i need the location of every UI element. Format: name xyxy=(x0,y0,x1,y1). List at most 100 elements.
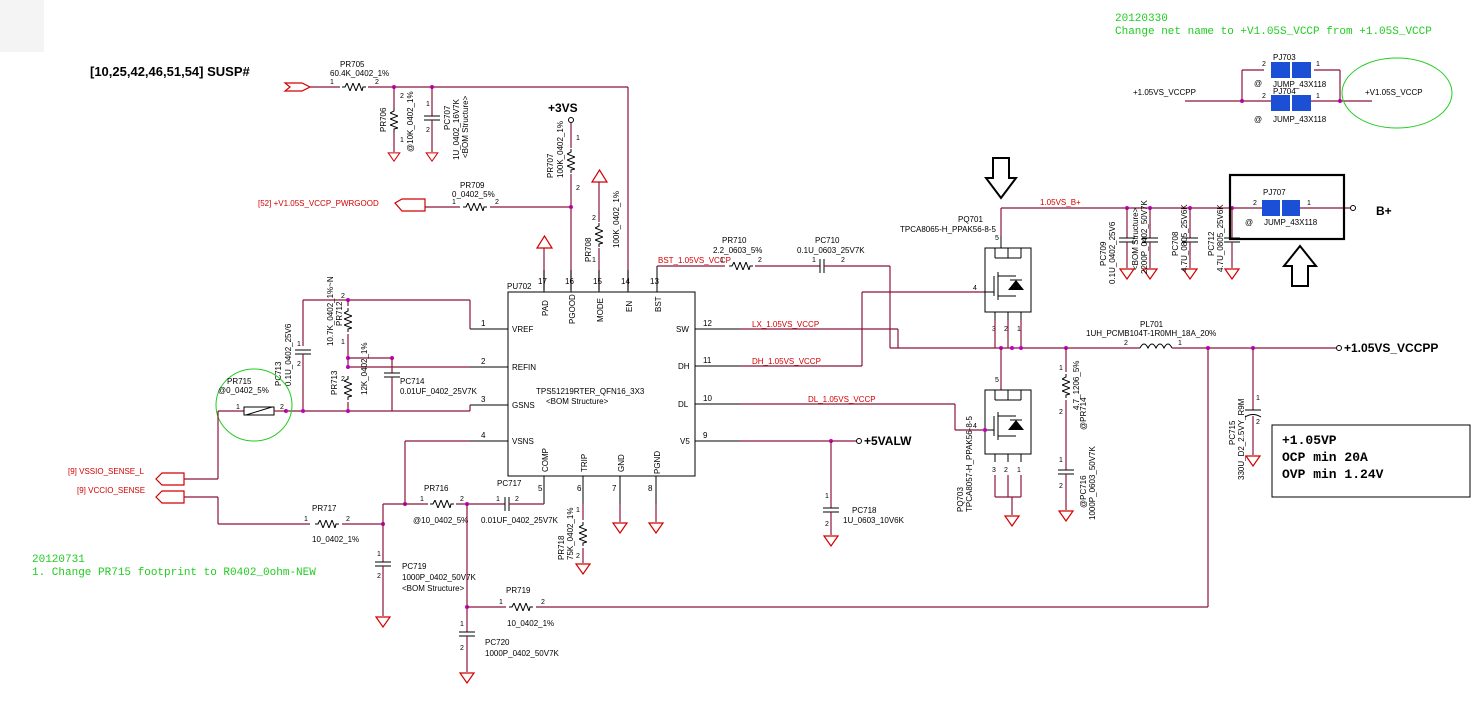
svg-text:2.2_0603_5%: 2.2_0603_5% xyxy=(713,246,762,255)
svg-text:TPCA8065-H_PPAK56-8-5: TPCA8065-H_PPAK56-8-5 xyxy=(900,225,996,234)
svg-text:+V1.05S_VCCP: +V1.05S_VCCP xyxy=(1365,88,1423,97)
svg-text:2: 2 xyxy=(375,79,379,86)
input-caps: PC709 0.1U_0402_25V6 <BOM Structure> 220… xyxy=(1099,199,1240,284)
svg-text:2: 2 xyxy=(576,185,580,192)
sw-net: LX_1.05VS_VCCP xyxy=(740,320,899,348)
svg-text:1000P_0603_50V7K: 1000P_0603_50V7K xyxy=(1088,445,1097,520)
ic-pin-trip: 6 TRIP xyxy=(577,454,589,504)
note-top: 20120330 Change net name to +V1.05S_VCCP… xyxy=(1115,13,1432,38)
svg-text:B+: B+ xyxy=(1376,204,1392,218)
svg-text:1: 1 xyxy=(1059,365,1063,372)
svg-text:@: @ xyxy=(1254,115,1262,124)
svg-text:2: 2 xyxy=(825,521,829,528)
svg-text:@10_0402_5%: @10_0402_5% xyxy=(413,516,468,525)
svg-text:PC708: PC708 xyxy=(1171,231,1180,256)
svg-text:1U_0603_10V6K: 1U_0603_10V6K xyxy=(843,516,905,525)
svg-text:[52] +V1.05S_VCCP_PWRGOOD: [52] +V1.05S_VCCP_PWRGOOD xyxy=(258,199,379,208)
svg-text:1: 1 xyxy=(499,599,503,606)
svg-text:PC713: PC713 xyxy=(274,361,283,386)
svg-text:1: 1 xyxy=(1059,457,1063,464)
svg-text:1: 1 xyxy=(1316,61,1320,68)
svg-text:PC715: PC715 xyxy=(1228,420,1237,445)
ic-pin-vsns: 4 VSNS xyxy=(470,431,534,446)
svg-text:PC718: PC718 xyxy=(852,506,877,515)
svg-text:BST: BST xyxy=(654,296,663,312)
svg-text:2: 2 xyxy=(297,361,301,368)
svg-text:1: 1 xyxy=(825,493,829,500)
svg-text:2: 2 xyxy=(1253,200,1257,207)
svg-text:2: 2 xyxy=(280,404,284,411)
svg-text:1000P_0402_50V7K: 1000P_0402_50V7K xyxy=(402,573,477,582)
feedback-network: 2 1 PR712 10.7K_0402_1%~N 1 2 PC713 0.1U… xyxy=(184,276,478,480)
svg-text:@: @ xyxy=(1254,79,1262,88)
pj703-pj704: +1.05VS_VCCPP PJ703 2 1 @ JUMP_43X118 PJ… xyxy=(1133,53,1453,129)
svg-text:1: 1 xyxy=(420,496,424,503)
svg-text:20120330: 20120330 xyxy=(1115,13,1168,25)
svg-text:1: 1 xyxy=(1017,467,1021,474)
svg-text:1: 1 xyxy=(481,319,486,328)
svg-text:PR718: PR718 xyxy=(557,535,566,560)
svg-text:2: 2 xyxy=(460,496,464,503)
svg-text:1: 1 xyxy=(496,496,500,503)
svg-text:1: 1 xyxy=(720,257,724,264)
svg-text:1: 1 xyxy=(460,621,464,628)
svg-text:PJ707: PJ707 xyxy=(1263,188,1286,197)
svg-text:2: 2 xyxy=(481,357,486,366)
svg-text:3: 3 xyxy=(992,467,996,474)
svg-text:4.7U_0805_25V6K: 4.7U_0805_25V6K xyxy=(1180,204,1189,272)
svg-text:5: 5 xyxy=(995,235,999,242)
svg-text:PR710: PR710 xyxy=(722,236,747,245)
svg-text:8: 8 xyxy=(648,484,653,493)
svg-text:<BOM Structure>: <BOM Structure> xyxy=(402,584,465,593)
svg-text:1: 1 xyxy=(426,101,430,108)
pwrgood-net: [52] +V1.05S_VCCP_PWRGOOD 1 2 PR709 0_04… xyxy=(258,181,571,212)
arrow-up-icon xyxy=(1281,244,1319,287)
svg-text:10: 10 xyxy=(703,394,712,403)
note-bottom: 20120731 1. Change PR715 footprint to R0… xyxy=(32,554,316,579)
pr708: 2 1 PR708 100K_0402_1% xyxy=(584,168,621,290)
svg-text:LX_1.05VS_VCCP: LX_1.05VS_VCCP xyxy=(752,320,819,329)
svg-text:1: 1 xyxy=(1256,395,1260,402)
snubber: 1 2 @PR714 4.7_1206_5% 1 2 @PC716 1000P_… xyxy=(1058,348,1097,522)
svg-text:2: 2 xyxy=(1262,61,1266,68)
svg-text:330U_D2_2.5VY_R9M: 330U_D2_2.5VY_R9M xyxy=(1237,398,1246,480)
svg-text:@10K_0402_1%: @10K_0402_1% xyxy=(406,91,415,152)
svg-text:V5: V5 xyxy=(680,437,690,446)
svg-text:PU702: PU702 xyxy=(507,282,532,291)
svg-text:PC709: PC709 xyxy=(1099,241,1108,266)
svg-text:1000P_0402_50V7K: 1000P_0402_50V7K xyxy=(485,649,560,658)
svg-text:1: 1 xyxy=(341,339,345,346)
svg-text:1: 1 xyxy=(330,79,334,86)
switch-node xyxy=(890,320,1140,390)
svg-text:0.01UF_0402_25V7K: 0.01UF_0402_25V7K xyxy=(400,387,478,396)
svg-text:2: 2 xyxy=(400,93,404,100)
svg-text:13: 13 xyxy=(650,277,659,286)
svg-text:@: @ xyxy=(1245,218,1253,227)
ic-pin-mode: 15 MODE xyxy=(593,270,605,322)
svg-text:1: 1 xyxy=(400,137,404,144)
pl701: PL701 1UH_PCMB104T-1R0MH_18A_20% 2 1 +1.… xyxy=(1086,320,1438,607)
svg-text:1: 1 xyxy=(236,404,240,411)
svg-text:0.1U_0402_25V6: 0.1U_0402_25V6 xyxy=(1108,221,1117,284)
vssio-net: [9] VSSIO_SENSE_L xyxy=(68,467,185,486)
svg-text:11: 11 xyxy=(703,356,712,365)
svg-text:PR712: PR712 xyxy=(335,301,344,326)
svg-text:VSNS: VSNS xyxy=(512,437,534,446)
dl-net: DL_1.05VS_VCCP xyxy=(740,395,985,431)
ic-pin-gsns: 3 GSNS xyxy=(470,395,535,410)
svg-text:0.1U_0402_25V6: 0.1U_0402_25V6 xyxy=(284,323,293,386)
svg-text:1U_0402_16V7K: 1U_0402_16V7K xyxy=(452,98,461,160)
svg-text:6: 6 xyxy=(577,484,582,493)
svg-text:<BOM Structure>: <BOM Structure> xyxy=(546,397,609,406)
ic-pin-v5: 9 V5 xyxy=(680,431,740,446)
svg-text:+1.05VS_VCCPP: +1.05VS_VCCPP xyxy=(1344,341,1438,355)
svg-text:PJ704: PJ704 xyxy=(1273,87,1296,96)
svg-text:VREF: VREF xyxy=(512,325,533,334)
svg-text:1: 1 xyxy=(592,257,596,264)
ic-pin-dh: 11 DH xyxy=(678,356,740,371)
svg-text:PR706: PR706 xyxy=(379,107,388,132)
svg-text:TPS51219RTER_QFN16_3X3: TPS51219RTER_QFN16_3X3 xyxy=(536,387,645,396)
svg-text:JUMP_43X118: JUMP_43X118 xyxy=(1273,80,1327,89)
svg-text:GSNS: GSNS xyxy=(512,401,535,410)
spec-box: +1.05VP OCP min 20A OVP min 1.24V xyxy=(1271,424,1471,498)
